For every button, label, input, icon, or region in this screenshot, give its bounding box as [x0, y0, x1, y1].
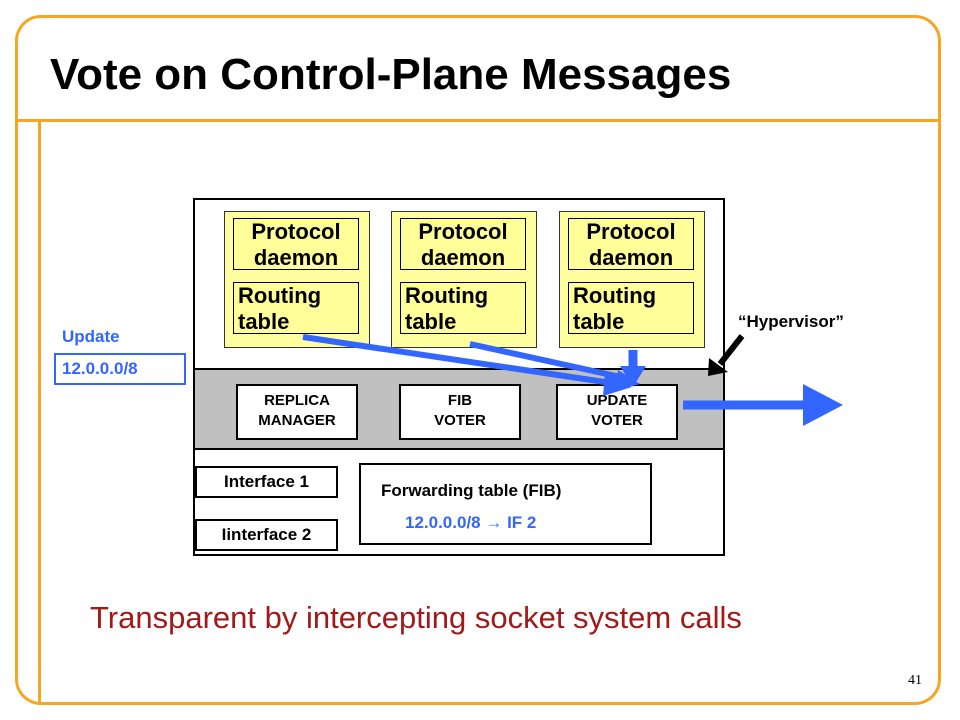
replica-manager-box: REPLICA MANAGER: [236, 384, 358, 440]
protocol-label: Protocol: [586, 219, 676, 244]
module-label-line: UPDATE: [586, 392, 648, 409]
daemon-label: daemon: [253, 245, 339, 270]
daemon-label: daemon: [588, 245, 674, 270]
slide-frame: [15, 15, 941, 705]
hypervisor-label: “Hypervisor”: [738, 312, 844, 331]
slide-title: Vote on Control-Plane Messages: [50, 50, 732, 99]
left-accent-bar: [38, 119, 41, 705]
routing-label: Routing: [405, 283, 489, 308]
fib-entry: 12.0.0.0/8 → IF 2: [405, 513, 537, 532]
module-label-line: FIB: [447, 392, 473, 409]
process-replica-3: Protocol daemon Routing table: [559, 211, 705, 348]
outgoing-arrowhead: [803, 384, 843, 426]
protocol-daemon-box: Protocol daemon: [400, 218, 526, 270]
hypervisor-pointer-arrowhead: [708, 358, 728, 376]
update-voter-box: UPDATE VOTER: [556, 384, 678, 440]
table-label: table: [405, 309, 457, 334]
routing-table-box: Routing table: [400, 282, 526, 334]
routing-table-box: Routing table: [568, 282, 694, 334]
protocol-daemon-box: Protocol daemon: [568, 218, 694, 270]
protocol-daemon-box: Protocol daemon: [233, 218, 359, 270]
interface-1-box: Interface 1: [195, 466, 338, 498]
update-label: Update: [62, 327, 120, 346]
interface-2-box: Iinterface 2: [195, 519, 338, 551]
module-label-line: REPLICA: [264, 392, 330, 409]
module-label-line: MANAGER: [258, 412, 336, 429]
title-divider: [15, 119, 941, 122]
update-prefix-box: 12.0.0.0/8: [54, 353, 186, 385]
module-label-line: VOTER: [434, 412, 486, 429]
slide-caption: Transparent by intercepting socket syste…: [90, 600, 742, 635]
routing-label: Routing: [573, 283, 657, 308]
fib-box: Forwarding table (FIB) 12.0.0.0/8 → IF 2: [359, 463, 652, 545]
hypervisor-pointer-arrow: [717, 334, 745, 366]
table-label: table: [573, 309, 625, 334]
protocol-label: Protocol: [418, 219, 508, 244]
routing-table-box: Routing table: [233, 282, 359, 334]
protocol-label: Protocol: [251, 219, 341, 244]
update-arrow-from-replica-2: [469, 341, 626, 381]
update-arrow-from-replica-1: [302, 334, 619, 387]
arrowhead-replica-3: [620, 366, 646, 387]
routing-label: Routing: [238, 283, 322, 308]
page-number: 41: [908, 673, 922, 688]
process-replica-2: Protocol daemon Routing table: [391, 211, 537, 348]
process-replica-1: Protocol daemon Routing table: [224, 211, 370, 348]
module-label-line: VOTER: [591, 412, 643, 429]
table-label: table: [238, 309, 290, 334]
fib-title: Forwarding table (FIB): [381, 481, 562, 500]
daemon-label: daemon: [420, 245, 506, 270]
fib-voter-box: FIB VOTER: [399, 384, 521, 440]
